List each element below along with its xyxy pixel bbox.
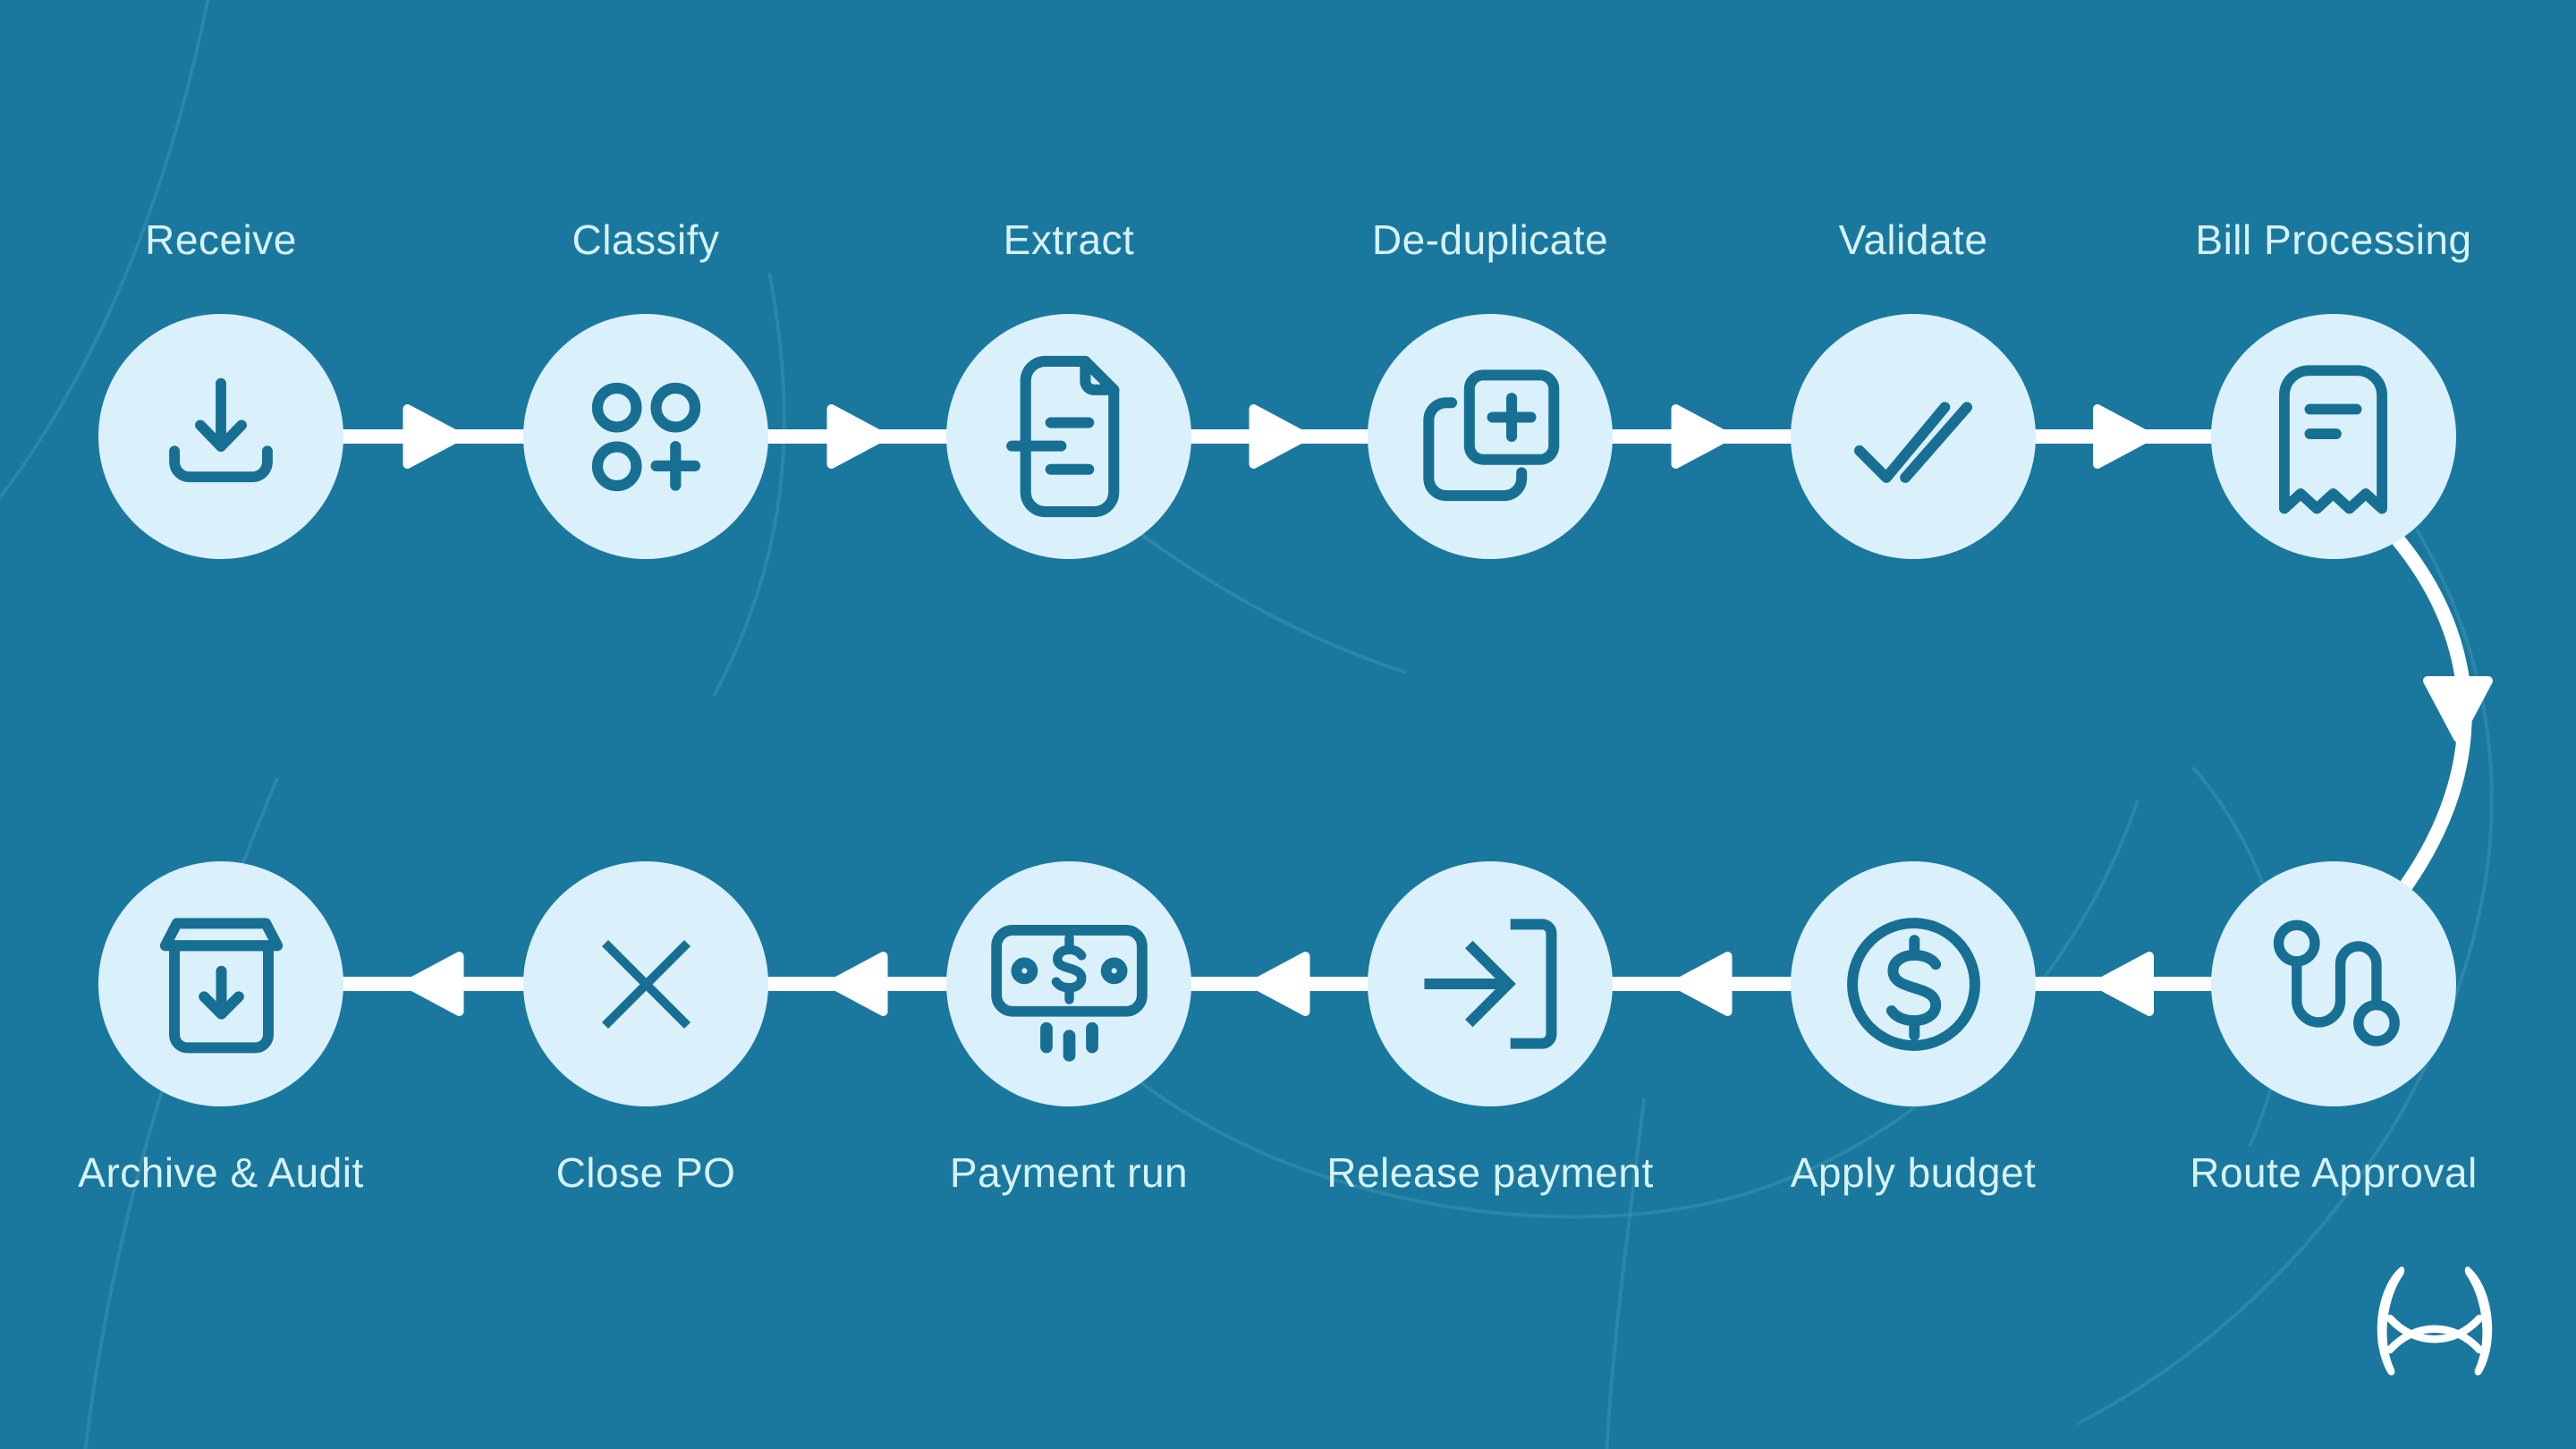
node-label-close-po: Close PO <box>555 1149 736 1196</box>
arrow-right-icon <box>1671 404 1733 469</box>
receipt-icon <box>2279 365 2387 514</box>
node-label-apply-budget: Apply budget <box>1790 1149 2037 1196</box>
node-label-release-payment: Release payment <box>1326 1149 1654 1196</box>
node-release-payment <box>1368 861 1613 1106</box>
node-label-extract: Extract <box>1003 216 1135 263</box>
arrow-left-icon <box>826 952 888 1016</box>
node-label-route-approval: Route Approval <box>2190 1149 2478 1196</box>
arrow-left-icon <box>2093 952 2154 1016</box>
copy-plus-icon <box>1423 369 1560 502</box>
document-extract-icon <box>1006 355 1120 518</box>
arrow-down-icon <box>2423 676 2493 742</box>
node-label-classify: Classify <box>572 216 720 263</box>
arrow-left-icon <box>1671 952 1733 1016</box>
double-check-icon <box>1853 402 1973 483</box>
node-apply-budget <box>1791 861 2036 1106</box>
node-extract <box>946 314 1191 559</box>
node-bill-processing <box>2211 314 2456 559</box>
node-label-receive: Receive <box>145 216 297 263</box>
archive-box-icon <box>159 917 283 1053</box>
arrow-left-icon <box>402 952 464 1016</box>
node-archive-audit <box>98 861 343 1106</box>
node-payment-run <box>946 861 1191 1106</box>
download-tray-icon <box>169 377 273 483</box>
node-label-validate: Validate <box>1838 216 1988 263</box>
arrow-left-icon <box>1249 952 1310 1016</box>
node-route-approval <box>2211 861 2456 1106</box>
x-mark-icon <box>601 939 691 1029</box>
arrow-right-icon <box>2093 404 2154 469</box>
node-label-payment-run: Payment run <box>949 1149 1189 1196</box>
node-receive <box>98 314 343 559</box>
node-de-duplicate <box>1368 314 1613 559</box>
node-label-archive-audit: Archive & Audit <box>78 1149 364 1196</box>
banknote-icon <box>990 924 1148 1062</box>
node-label-bill-processing: Bill Processing <box>2195 216 2472 263</box>
brand-mark-logo <box>2377 1267 2493 1376</box>
node-close-po <box>523 861 768 1106</box>
route-path-icon <box>2273 919 2400 1046</box>
node-validate <box>1791 314 2036 559</box>
circles-plus-icon <box>591 382 700 491</box>
circle-dollar-icon <box>1846 917 1980 1051</box>
node-label-de-duplicate: De-duplicate <box>1371 216 1609 263</box>
node-classify <box>523 314 768 559</box>
arrow-right-icon <box>402 404 464 469</box>
arrow-into-bracket-icon <box>1424 919 1557 1049</box>
arrow-right-icon <box>826 404 888 469</box>
arrow-right-icon <box>1249 404 1310 469</box>
